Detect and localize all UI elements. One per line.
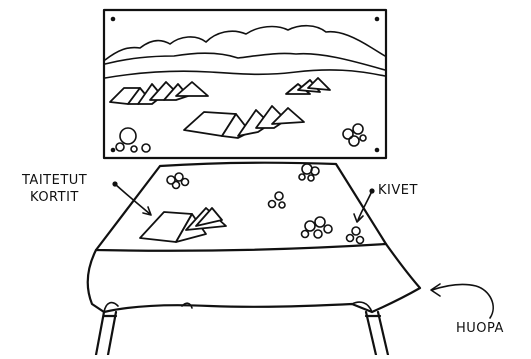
- pin-bottom-right: [375, 148, 380, 153]
- pin-top-right: [375, 17, 380, 22]
- backdrop-landscape: [105, 26, 385, 78]
- backdrop-cards-left: [110, 82, 208, 104]
- felt-cloth: [88, 244, 420, 312]
- pointer-felt: [431, 284, 493, 318]
- pin-bottom-left: [111, 148, 116, 153]
- pointer-stones: [354, 188, 375, 222]
- backdrop-cards-center: [184, 106, 304, 138]
- label-folded-cards-line2: KORTIT: [30, 190, 79, 206]
- backdrop-cards-right: [286, 78, 330, 94]
- pin-top-left: [111, 17, 116, 22]
- label-folded-cards-line1: TAITETUT: [22, 173, 87, 189]
- table-cards: [140, 208, 226, 242]
- table-legs: [96, 312, 388, 355]
- label-felt: HUOPA: [456, 321, 504, 337]
- label-stones: KIVET: [378, 183, 418, 199]
